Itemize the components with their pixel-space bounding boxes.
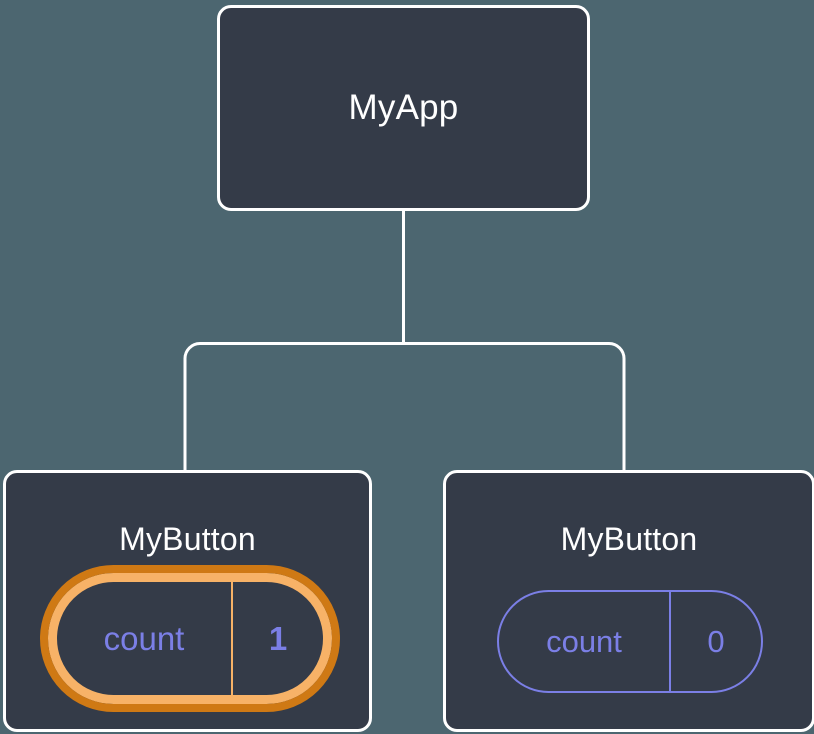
component-label: MyButton <box>119 521 256 557</box>
state-key: count <box>57 582 233 695</box>
component-node-myapp[interactable]: MyApp <box>217 5 590 211</box>
state-pill[interactable]: count 0 <box>497 590 763 693</box>
state-key: count <box>499 592 671 691</box>
edge-to-left-child <box>183 342 404 472</box>
state-value: 1 <box>268 619 288 657</box>
component-label: MyApp <box>348 88 459 127</box>
state-pill-highlighted[interactable]: count 1 <box>40 565 340 712</box>
component-label: MyButton <box>560 521 698 557</box>
state-value: 0 <box>707 623 725 659</box>
edge-to-right-child <box>403 342 626 472</box>
component-node-mybutton-left[interactable]: MyButton count 1 <box>3 470 372 732</box>
component-node-mybutton-right[interactable]: MyButton count 0 <box>443 470 814 732</box>
